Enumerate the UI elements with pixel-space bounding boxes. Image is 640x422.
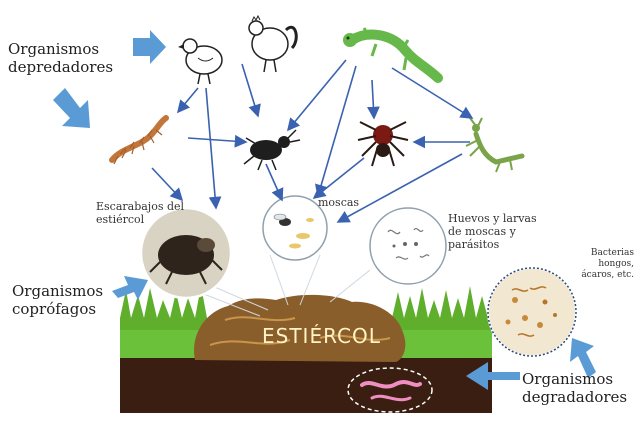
worm-icon: [360, 380, 422, 389]
label-degraders: Organismos degradadores: [522, 370, 628, 406]
soil-layer: [120, 355, 492, 413]
label-dung-beetles: Escarabajos del estiércol: [96, 200, 185, 226]
pointer-arrows: [53, 30, 596, 390]
label-bacteria: Bacterias hongos, ácaros, etc.: [581, 248, 634, 280]
hen-icon: [178, 38, 223, 85]
ground-beetle-icon: [243, 129, 301, 171]
predation-arrows: [151, 59, 474, 223]
spider-icon: [357, 121, 409, 167]
label-coprophages: Organismos coprófagos: [12, 282, 104, 318]
rooster-icon: [248, 14, 298, 73]
label-eggs-larvae: Huevos y larvas de moscas y parásitos: [448, 212, 537, 251]
worm-zone: [347, 367, 433, 413]
label-predators: Organismos depredadores: [8, 40, 114, 76]
bacteria-zoom: [487, 267, 577, 357]
mantis-icon: [465, 117, 525, 173]
label-flies: moscas: [318, 196, 360, 209]
flies-zoom: [262, 195, 328, 306]
eggs-zoom: [329, 207, 447, 303]
centipede-icon: [109, 115, 169, 165]
lizard-icon: [343, 27, 443, 83]
label-manure: ESTIÉRCOL: [262, 324, 381, 348]
manure-pile: [194, 294, 406, 362]
dung-beetle-zoom: [139, 206, 269, 317]
